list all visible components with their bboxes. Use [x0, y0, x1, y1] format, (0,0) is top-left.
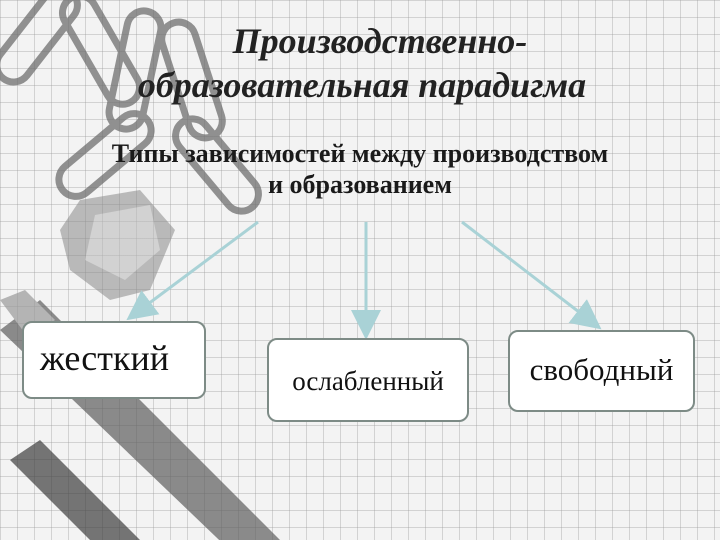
box-rigid: жесткий: [22, 321, 206, 399]
title-line-2: образовательная парадигма: [137, 65, 587, 105]
arrow-to-free: [461, 220, 602, 330]
box-free: свободный: [508, 330, 695, 412]
box-weakened: ослабленный: [267, 338, 469, 422]
subtitle-line-1: Типы зависимостей между производством: [111, 139, 609, 168]
subtitle-line-2: и образованием: [268, 170, 452, 199]
paperclip-icon: [0, 0, 262, 215]
crumpled-paper-icon: [60, 190, 175, 300]
title-line-1: Производственно-: [232, 21, 528, 61]
arrow-to-rigid: [126, 220, 259, 321]
subtitle: Типы зависимостей между производством и …: [0, 138, 720, 200]
